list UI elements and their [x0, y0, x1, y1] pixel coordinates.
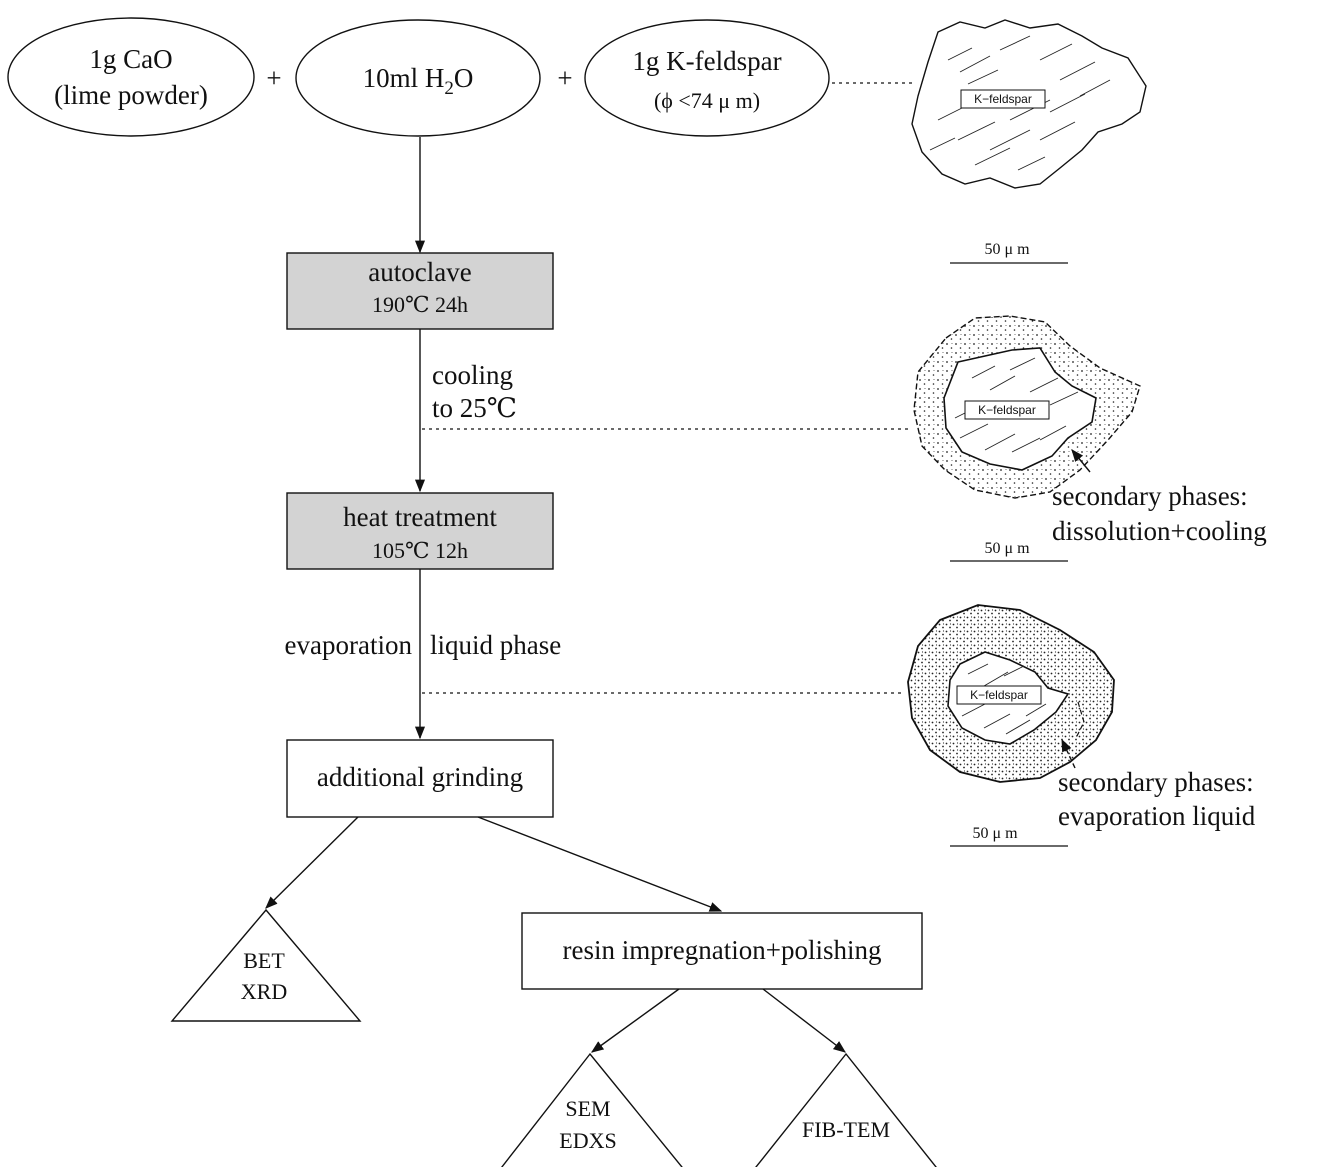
analysis-bet-xrd: BET XRD [170, 908, 362, 1022]
step-grinding: additional grinding [286, 739, 554, 818]
step-autoclave: autoclave 190℃ 24h [286, 252, 554, 330]
scale-bar-3: 50 μ m [950, 825, 1068, 847]
cleavage-lines [961, 663, 1047, 735]
edxs-label: EDXS [559, 1128, 616, 1153]
grinding-label: additional grinding [317, 762, 523, 792]
heat-conditions: 105℃ 12h [372, 538, 468, 563]
scale-label: 50 μ m [984, 241, 1030, 258]
k-feldspar-label: K−feldspar [978, 403, 1036, 417]
lime-label-1: 1g CaO [89, 44, 172, 74]
annotation-arrow [1061, 738, 1076, 769]
cooling-label-1: cooling [432, 360, 513, 390]
flow-arrow [590, 988, 680, 1053]
k-feldspar-label: K−feldspar [974, 92, 1032, 106]
phase2-label-2: evaporation liquid [1058, 801, 1256, 831]
lime-label-2: (lime powder) [54, 80, 208, 110]
autoclave-conditions: 190℃ 24h [372, 292, 468, 317]
k-feldspar-label: K−feldspar [970, 688, 1028, 702]
input-feldspar: 1g K-feldspar (ϕ <74 μ m) [584, 19, 830, 137]
heat-title: heat treatment [343, 502, 497, 532]
input-lime: 1g CaO (lime powder) [7, 17, 255, 137]
analysis-sem-edxs: SEM EDXS [501, 1052, 683, 1167]
flow-arrow [477, 816, 723, 912]
cleavage-lines [929, 35, 1111, 171]
step-heat-treatment: heat treatment 105℃ 12h [286, 492, 554, 570]
grain-evaporation: K−feldspar [907, 604, 1115, 783]
bet-label: BET [243, 948, 285, 973]
plus-sign: + [557, 63, 572, 93]
grain-fresh: K−feldspar [911, 19, 1147, 189]
phase1-label-2: dissolution+cooling [1052, 516, 1267, 546]
flow-arrow [762, 988, 846, 1053]
fib-tem-label: FIB-TEM [802, 1117, 890, 1142]
scale-label: 50 μ m [972, 825, 1018, 842]
feldspar-label-1: 1g K-feldspar [632, 46, 781, 76]
resin-label: resin impregnation+polishing [563, 935, 882, 965]
annotation-arrow [1075, 701, 1085, 739]
grain-dissolution: K−feldspar [913, 315, 1141, 499]
analysis-fib-tem: FIB-TEM [755, 1052, 937, 1167]
input-water: 10ml H2O [295, 19, 541, 137]
autoclave-title: autoclave [368, 257, 471, 287]
xrd-label: XRD [241, 979, 287, 1004]
phase1-label-1: secondary phases: [1052, 481, 1248, 511]
scale-bar-1: 50 μ m [950, 241, 1068, 264]
feldspar-label-2: (ϕ <74 μ m) [654, 88, 760, 113]
annotation-arrow [1071, 449, 1091, 473]
scale-bar-2: 50 μ m [950, 540, 1068, 562]
liquid-phase-label: liquid phase [430, 630, 561, 660]
phase2-label-1: secondary phases: [1058, 767, 1254, 797]
water-label: 10ml H2O [363, 63, 474, 99]
step-resin: resin impregnation+polishing [521, 912, 923, 990]
cooling-label-2: to 25℃ [432, 393, 517, 423]
flow-arrow [265, 816, 359, 909]
evaporation-label: evaporation [285, 630, 413, 660]
plus-sign: + [266, 63, 281, 93]
sem-label: SEM [565, 1096, 610, 1121]
scale-label: 50 μ m [984, 540, 1030, 557]
